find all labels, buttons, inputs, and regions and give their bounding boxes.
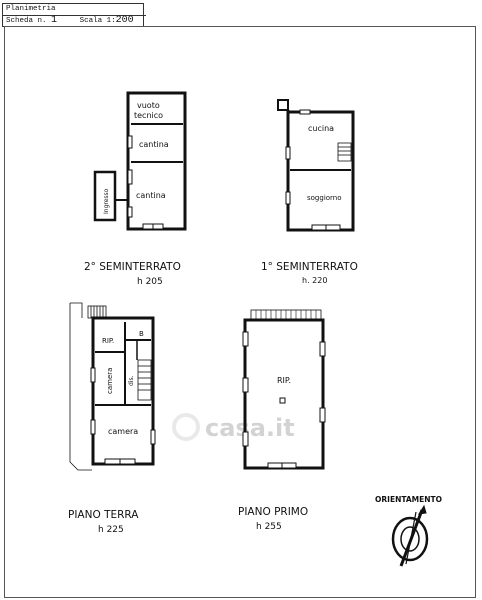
title-ground-floor: PIANO TERRA (68, 509, 139, 521)
room-tecnico: tecnico (134, 111, 163, 120)
plan-first-floor (242, 309, 326, 470)
room-cantina-top: cantina (139, 140, 169, 149)
room-dis: dis. (128, 375, 135, 386)
room-soggiorno: soggiorno (307, 194, 342, 202)
room-rip-first-floor: RIP. (277, 376, 291, 385)
room-camera-bottom: camera (108, 427, 138, 436)
title-block: Planimetria Scheda n. 1 Scala 1:200 (2, 3, 146, 27)
stairs-ground-top (87, 305, 107, 319)
room-cantina-bottom: cantina (136, 191, 166, 200)
room-rip-ground: RIP. (102, 337, 114, 345)
sheet-number: 1 (51, 15, 58, 26)
height-first-floor: h 255 (256, 522, 282, 532)
orientation-label: ORIENTAMENTO (375, 495, 442, 504)
room-camera-left: camera (106, 368, 114, 394)
height-ground-floor: h 225 (98, 525, 124, 535)
title-first-basement: 1° SEMINTERRATO (261, 261, 358, 273)
height-first-basement: h. 220 (302, 276, 327, 285)
watermark: casa.it (172, 413, 295, 442)
compass-icon (391, 504, 429, 567)
room-cucina: cucina (308, 124, 334, 133)
stairs-first-basement (337, 142, 352, 162)
title-block-info: Scheda n. 1 Scala 1:200 (3, 15, 146, 26)
plan-second-basement (93, 91, 187, 231)
watermark-text: casa.it (205, 414, 295, 442)
title-first-floor: PIANO PRIMO (238, 506, 308, 518)
title-second-basement: 2° SEMINTERRATO (84, 261, 181, 273)
room-vuoto: vuoto (137, 101, 160, 110)
stairs-ground-interior (137, 359, 152, 401)
plan-first-basement (277, 99, 355, 232)
plan-ground-floor (69, 302, 156, 471)
scale-value: 200 (115, 15, 134, 26)
height-second-basement: h 205 (137, 277, 163, 287)
title-block-title: Planimetria (3, 4, 146, 16)
room-b: B (139, 330, 144, 338)
sheet-label: Scheda n. (6, 17, 47, 25)
drawing-frame (4, 26, 476, 598)
room-ingresso: Ingresso (103, 188, 110, 214)
scale-label: Scala 1: (79, 17, 116, 25)
